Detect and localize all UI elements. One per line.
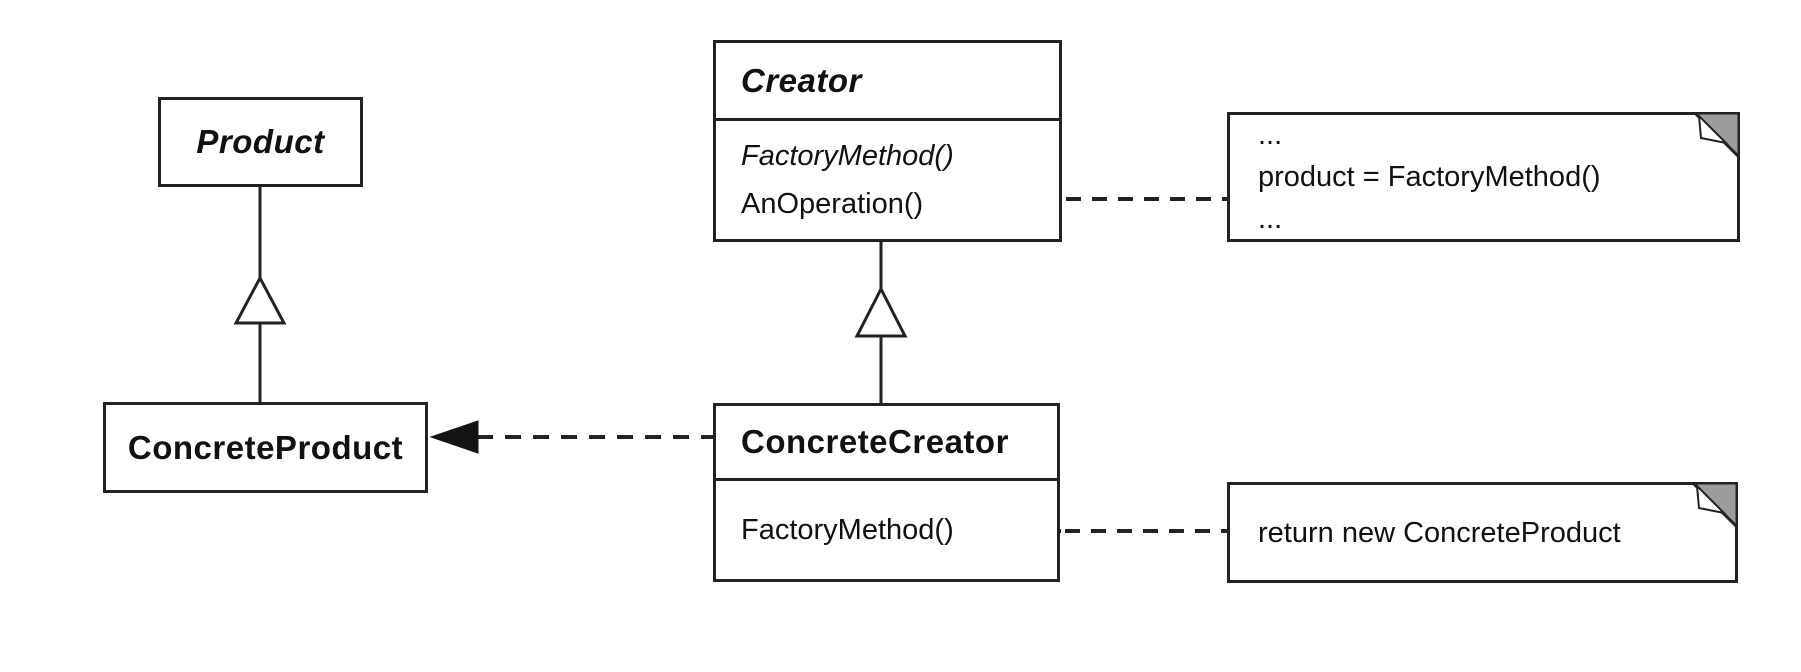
note-text-line: return new ConcreteProduct <box>1258 516 1621 549</box>
class-box-concrete-product: ConcreteProduct <box>103 402 428 493</box>
note-creator-pseudocode: ... product = FactoryMethod() ... <box>1227 112 1740 242</box>
note-concrete-creator-pseudocode: return new ConcreteProduct <box>1227 482 1738 583</box>
class-box-concrete-creator: ConcreteCreator FactoryMethod() <box>713 403 1060 582</box>
note-text-line: ... <box>1258 203 1283 235</box>
note-text-line: ... <box>1258 119 1283 151</box>
class-box-creator: Creator FactoryMethod() AnOperation() <box>713 40 1062 242</box>
class-name: Creator <box>741 61 862 99</box>
inheritance-triangle-icon <box>854 285 908 338</box>
note-text-line: product = FactoryMethod() <box>1258 161 1601 193</box>
class-name: Product <box>196 123 325 160</box>
class-name: ConcreteProduct <box>127 428 404 466</box>
method-an-operation: AnOperation() <box>741 188 924 220</box>
creates-arrowhead-icon <box>429 420 479 454</box>
class-name: ConcreteCreator <box>741 423 1009 460</box>
note-fold-icon <box>1692 482 1738 528</box>
note-fold-icon <box>1694 112 1740 158</box>
inheritance-triangle-icon <box>233 274 287 325</box>
method-factory-method: FactoryMethod() <box>741 514 954 546</box>
method-factory-method: FactoryMethod() <box>741 140 954 172</box>
class-box-product: Product <box>158 97 363 187</box>
